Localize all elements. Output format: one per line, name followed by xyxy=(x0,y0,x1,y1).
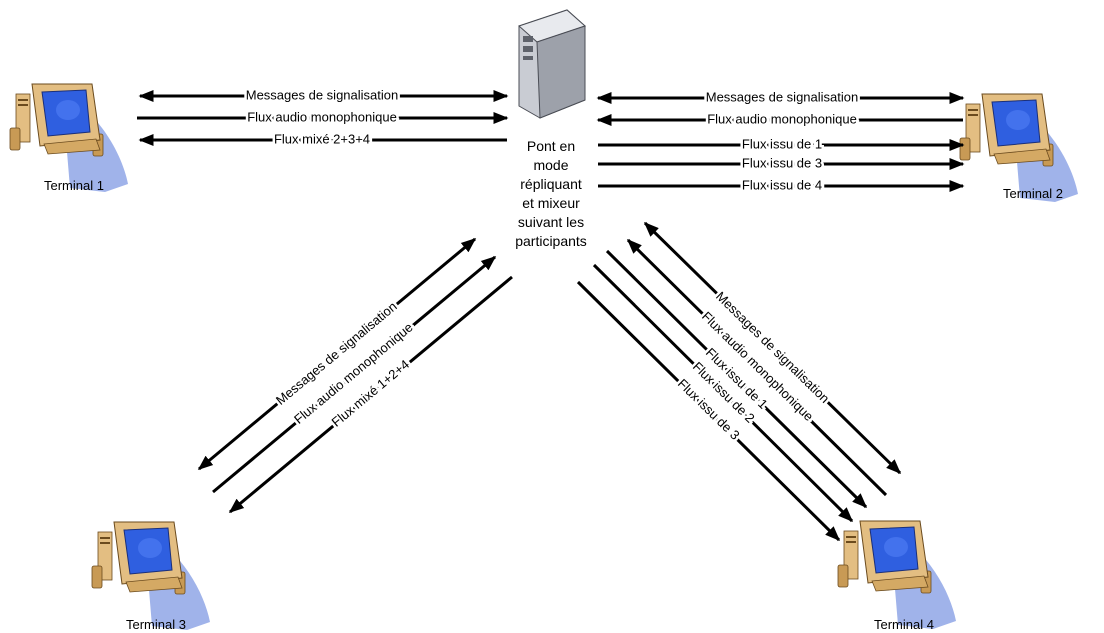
terminal-3-label: Terminal 3 xyxy=(126,617,186,632)
server-label-line: suivant les xyxy=(517,214,585,230)
t4-signalisation-arrow xyxy=(643,221,902,475)
t3-mix-arrow xyxy=(228,275,513,514)
server-icon xyxy=(518,9,586,119)
t3-audio-arrow xyxy=(212,255,497,494)
links-terminal-2: Messages de signalisation Flux audio mon… xyxy=(596,87,965,195)
t4-flux1-arrow xyxy=(605,249,868,509)
t2-label-3: Flux issu de 3 xyxy=(742,155,822,170)
t2-label-4: Flux issu de 4 xyxy=(742,177,822,192)
links-terminal-3: Messages de signalisation Flux audio mon… xyxy=(197,237,513,514)
t4-flux2-arrow xyxy=(592,263,854,523)
t2-label-0: Messages de signalisation xyxy=(706,89,858,104)
links-terminal-1: Messages de signalisation Flux audio mon… xyxy=(137,85,509,149)
server-label-line: Pont en xyxy=(526,138,576,154)
terminal-4-icon xyxy=(837,520,957,630)
t2-label-1: Flux audio monophonique xyxy=(707,111,857,126)
t1-label-2: Flux mixé 2+3+4 xyxy=(274,131,370,146)
t4-flux3-arrow xyxy=(576,280,841,542)
t1-label-0: Messages de signalisation xyxy=(246,87,398,102)
t1-label-1: Flux audio monophonique xyxy=(247,109,397,124)
terminal-2-label: Terminal 2 xyxy=(1003,186,1063,201)
server-label-line: et mixeur xyxy=(522,195,580,211)
t2-label-2: Flux issu de 1 xyxy=(742,136,822,151)
terminal-1-icon xyxy=(9,83,129,193)
server-label-line: répliquant xyxy=(520,176,582,192)
t3-signalisation-arrow xyxy=(197,237,477,471)
server-label-line: mode xyxy=(533,157,569,173)
links-terminal-4: Messages de signalisation Flux audio mon… xyxy=(576,221,902,542)
server-label: Pont en mode répliquant et mixeur suivan… xyxy=(498,137,604,251)
terminal-3-icon xyxy=(91,521,211,631)
t4-audio-arrow xyxy=(626,238,888,497)
terminal-1-label: Terminal 1 xyxy=(44,178,104,193)
server-label-line: participants xyxy=(515,233,587,249)
terminal-4-label: Terminal 4 xyxy=(874,617,934,632)
